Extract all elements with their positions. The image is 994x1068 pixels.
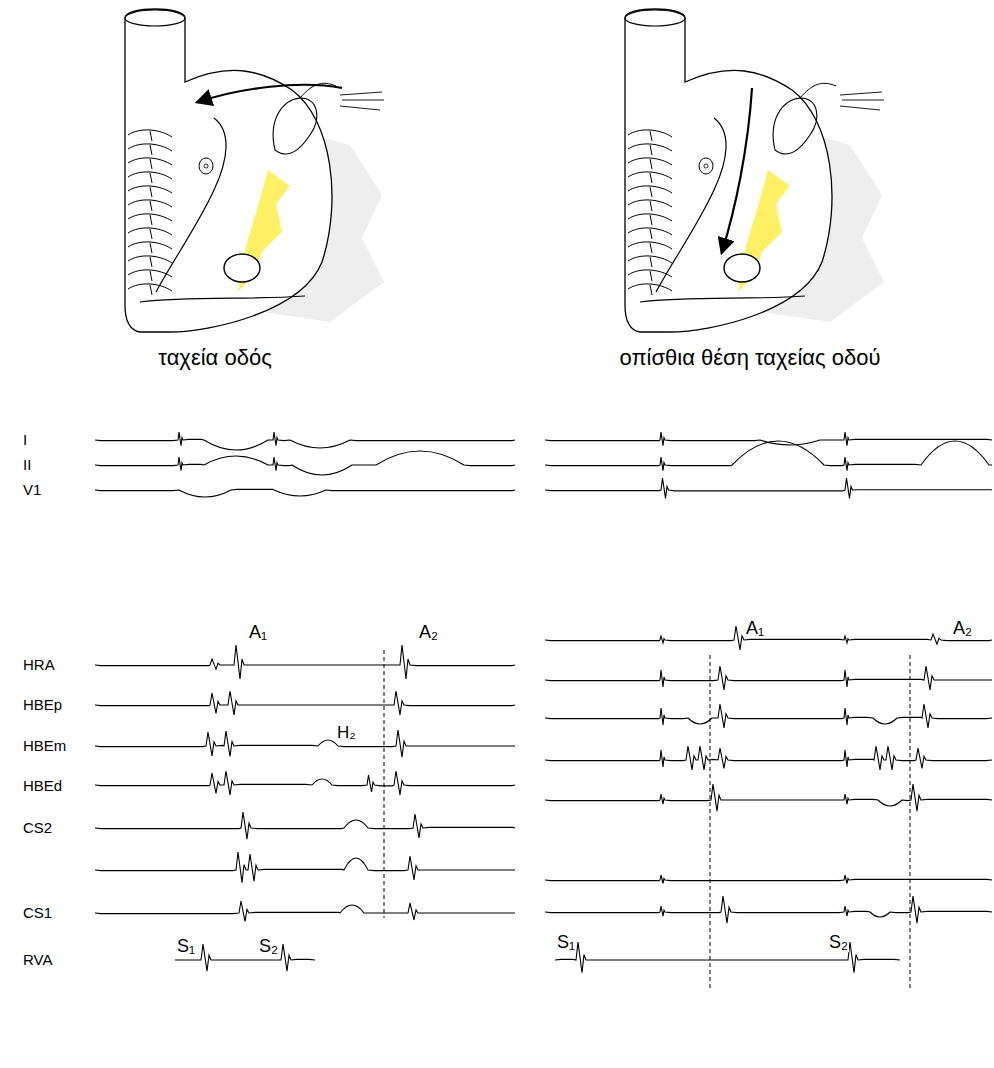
signal-trace xyxy=(95,730,515,757)
signal-trace xyxy=(95,852,515,883)
signal-label: A₂ xyxy=(952,618,973,639)
signal-trace xyxy=(95,451,515,475)
lead-name: II xyxy=(22,456,32,473)
lead-name: HBEp xyxy=(22,696,63,713)
stimulus-label: S₂ xyxy=(258,936,279,957)
lead-name: V1 xyxy=(22,481,42,498)
signal-trace xyxy=(545,896,992,923)
panel-caption: ταχεία οδός xyxy=(157,345,273,370)
signal-label: A₁ xyxy=(745,618,765,639)
signal-trace xyxy=(545,704,992,728)
signal-trace xyxy=(545,666,992,690)
signal-trace xyxy=(545,875,992,884)
lead-name: CS1 xyxy=(22,904,53,921)
signal-trace xyxy=(545,784,992,811)
lead-name: HRA xyxy=(22,656,56,673)
signal-trace xyxy=(95,489,515,497)
panel-caption: οπίσθια θέση ταχείας οδού xyxy=(618,345,881,370)
signal-trace xyxy=(545,746,992,770)
lead-name: HBEd xyxy=(22,777,63,794)
stimulus-label: S₁ xyxy=(556,932,576,953)
stimulus-label: S₁ xyxy=(176,936,196,957)
signal-label: A₁ xyxy=(248,622,268,643)
signal-trace xyxy=(95,645,515,679)
signal-label: A₂ xyxy=(418,622,439,643)
signal-trace xyxy=(545,478,992,498)
signal-trace xyxy=(545,441,992,471)
signal-label: H₂ xyxy=(336,723,357,743)
lead-name: HBEm xyxy=(22,737,67,754)
signal-trace xyxy=(95,901,515,921)
lead-name: RVA xyxy=(22,951,53,968)
signal-trace xyxy=(545,432,992,446)
signal-trace xyxy=(95,812,515,839)
signal-trace xyxy=(545,626,992,650)
signal-trace xyxy=(95,691,515,715)
signal-trace xyxy=(95,432,515,450)
lead-name: CS2 xyxy=(22,819,53,836)
signal-trace xyxy=(95,771,515,795)
lead-name: I xyxy=(22,431,28,448)
stimulus-label: S₂ xyxy=(828,932,849,953)
